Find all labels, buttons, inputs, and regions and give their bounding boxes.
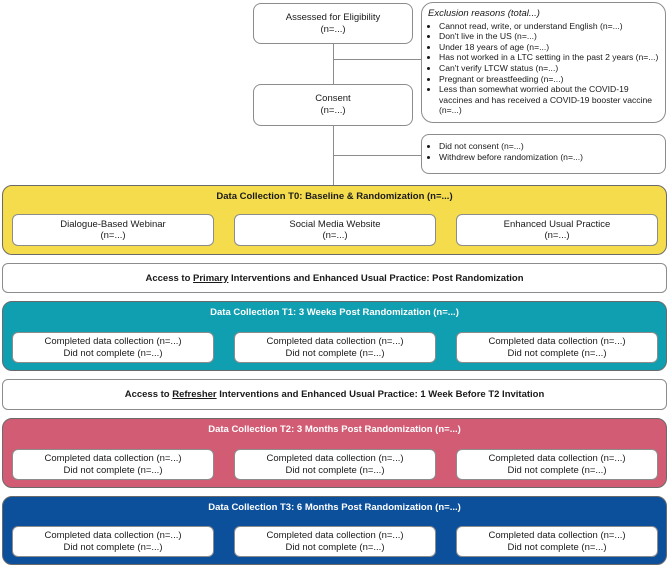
assessed-n: (n=...) bbox=[320, 23, 346, 35]
completed-label: Completed data collection (n=...) bbox=[488, 453, 626, 464]
exclusion-list: Cannot read, write, or understand Englis… bbox=[428, 21, 659, 116]
not-complete-label: Did not complete (n=...) bbox=[285, 464, 385, 476]
t2-cell: Completed data collection (n=...) Did no… bbox=[12, 449, 214, 480]
t1-cell: Completed data collection (n=...) Did no… bbox=[12, 332, 214, 363]
not-consent-item: Did not consent (n=...) bbox=[439, 141, 659, 152]
t3-phase-panel: Data Collection T3: 6 Months Post Random… bbox=[2, 496, 667, 565]
completed-label: Completed data collection (n=...) bbox=[266, 530, 404, 541]
completed-label: Completed data collection (n=...) bbox=[44, 530, 182, 541]
t3-cell: Completed data collection (n=...) Did no… bbox=[12, 526, 214, 557]
completed-label: Completed data collection (n=...) bbox=[266, 336, 404, 347]
not-complete-label: Did not complete (n=...) bbox=[63, 541, 163, 553]
exclusion-item: Cannot read, write, or understand Englis… bbox=[439, 21, 659, 32]
not-complete-label: Did not complete (n=...) bbox=[507, 464, 607, 476]
connector-assessed-consent bbox=[333, 44, 334, 84]
exclusion-item: Don't live in the US (n=...) bbox=[439, 31, 659, 42]
arm-name: Social Media Website bbox=[289, 218, 381, 230]
not-complete-label: Did not complete (n=...) bbox=[63, 347, 163, 359]
not-complete-label: Did not complete (n=...) bbox=[507, 541, 607, 553]
arm-name: Dialogue-Based Webinar bbox=[60, 218, 166, 230]
exclusion-item: Has not worked in a LTC setting in the p… bbox=[439, 52, 659, 63]
exclusion-item: Under 18 years of age (n=...) bbox=[439, 42, 659, 53]
not-complete-label: Did not complete (n=...) bbox=[507, 347, 607, 359]
t2-title: Data Collection T2: 3 Months Post Random… bbox=[208, 424, 461, 435]
completed-label: Completed data collection (n=...) bbox=[488, 336, 626, 347]
t2-cell: Completed data collection (n=...) Did no… bbox=[234, 449, 436, 480]
t1-cell: Completed data collection (n=...) Did no… bbox=[456, 332, 658, 363]
t2-cell: Completed data collection (n=...) Did no… bbox=[456, 449, 658, 480]
completed-label: Completed data collection (n=...) bbox=[266, 453, 404, 464]
consent-n: (n=...) bbox=[320, 105, 346, 116]
access-primary-pre: Access to bbox=[145, 272, 194, 284]
access-refresher-pre: Access to bbox=[124, 389, 173, 400]
arm-n: (n=...) bbox=[100, 230, 126, 241]
access-primary-bar: Access to Primary Interventions and Enha… bbox=[2, 263, 667, 293]
arm-name: Enhanced Usual Practice bbox=[503, 218, 611, 230]
connector-to-exclusion bbox=[333, 59, 421, 60]
exclusion-item: Less than somewhat worried about the COV… bbox=[439, 84, 659, 116]
t1-phase-panel: Data Collection T1: 3 Weeks Post Randomi… bbox=[2, 301, 667, 371]
t2-phase-panel: Data Collection T2: 3 Months Post Random… bbox=[2, 418, 667, 488]
access-refresher-post: Interventions and Enhanced Usual Practic… bbox=[216, 389, 545, 400]
completed-label: Completed data collection (n=...) bbox=[44, 336, 182, 347]
t3-cell: Completed data collection (n=...) Did no… bbox=[456, 526, 658, 557]
exclusion-reasons-box: Exclusion reasons (total...) Cannot read… bbox=[421, 2, 666, 123]
exclusion-item: Can't verify LTCW status (n=...) bbox=[439, 63, 659, 74]
arm-usual-practice-box: Enhanced Usual Practice (n=...) bbox=[456, 214, 658, 246]
t3-cell: Completed data collection (n=...) Did no… bbox=[234, 526, 436, 557]
completed-label: Completed data collection (n=...) bbox=[44, 453, 182, 464]
arm-n: (n=...) bbox=[322, 230, 348, 241]
exclusion-item: Pregnant or breastfeeding (n=...) bbox=[439, 74, 659, 85]
connector-to-not-consent bbox=[333, 155, 421, 156]
arm-n: (n=...) bbox=[544, 230, 570, 241]
not-complete-label: Did not complete (n=...) bbox=[285, 347, 385, 359]
not-consent-box: Did not consent (n=...) Withdrew before … bbox=[421, 134, 666, 174]
access-primary-post: Interventions and Enhanced Usual Practic… bbox=[228, 272, 524, 284]
t1-cell: Completed data collection (n=...) Did no… bbox=[234, 332, 436, 363]
not-complete-label: Did not complete (n=...) bbox=[285, 541, 385, 553]
t1-title: Data Collection T1: 3 Weeks Post Randomi… bbox=[210, 307, 459, 318]
access-refresher-key: Refresher bbox=[172, 389, 217, 400]
consent-box: Consent (n=...) bbox=[253, 84, 413, 126]
not-consent-item: Withdrew before randomization (n=...) bbox=[439, 152, 659, 163]
completed-label: Completed data collection (n=...) bbox=[488, 530, 626, 541]
arm-webinar-box: Dialogue-Based Webinar (n=...) bbox=[12, 214, 214, 246]
access-refresher-bar: Access to Refresher Interventions and En… bbox=[2, 379, 667, 410]
t0-phase-panel: Data Collection T0: Baseline & Randomiza… bbox=[2, 185, 667, 255]
access-primary-key: Primary bbox=[193, 272, 229, 284]
consent-title: Consent bbox=[315, 93, 351, 104]
assessed-eligibility-box: Assessed for Eligibility (n=...) bbox=[253, 3, 413, 44]
assessed-title: Assessed for Eligibility bbox=[285, 11, 381, 23]
not-complete-label: Did not complete (n=...) bbox=[63, 464, 163, 476]
not-consent-list: Did not consent (n=...) Withdrew before … bbox=[428, 141, 659, 163]
arm-social-media-box: Social Media Website (n=...) bbox=[234, 214, 436, 246]
exclusion-header: Exclusion reasons (total...) bbox=[428, 8, 540, 19]
t3-title: Data Collection T3: 6 Months Post Random… bbox=[208, 502, 461, 513]
t0-title: Data Collection T0: Baseline & Randomiza… bbox=[216, 191, 453, 202]
